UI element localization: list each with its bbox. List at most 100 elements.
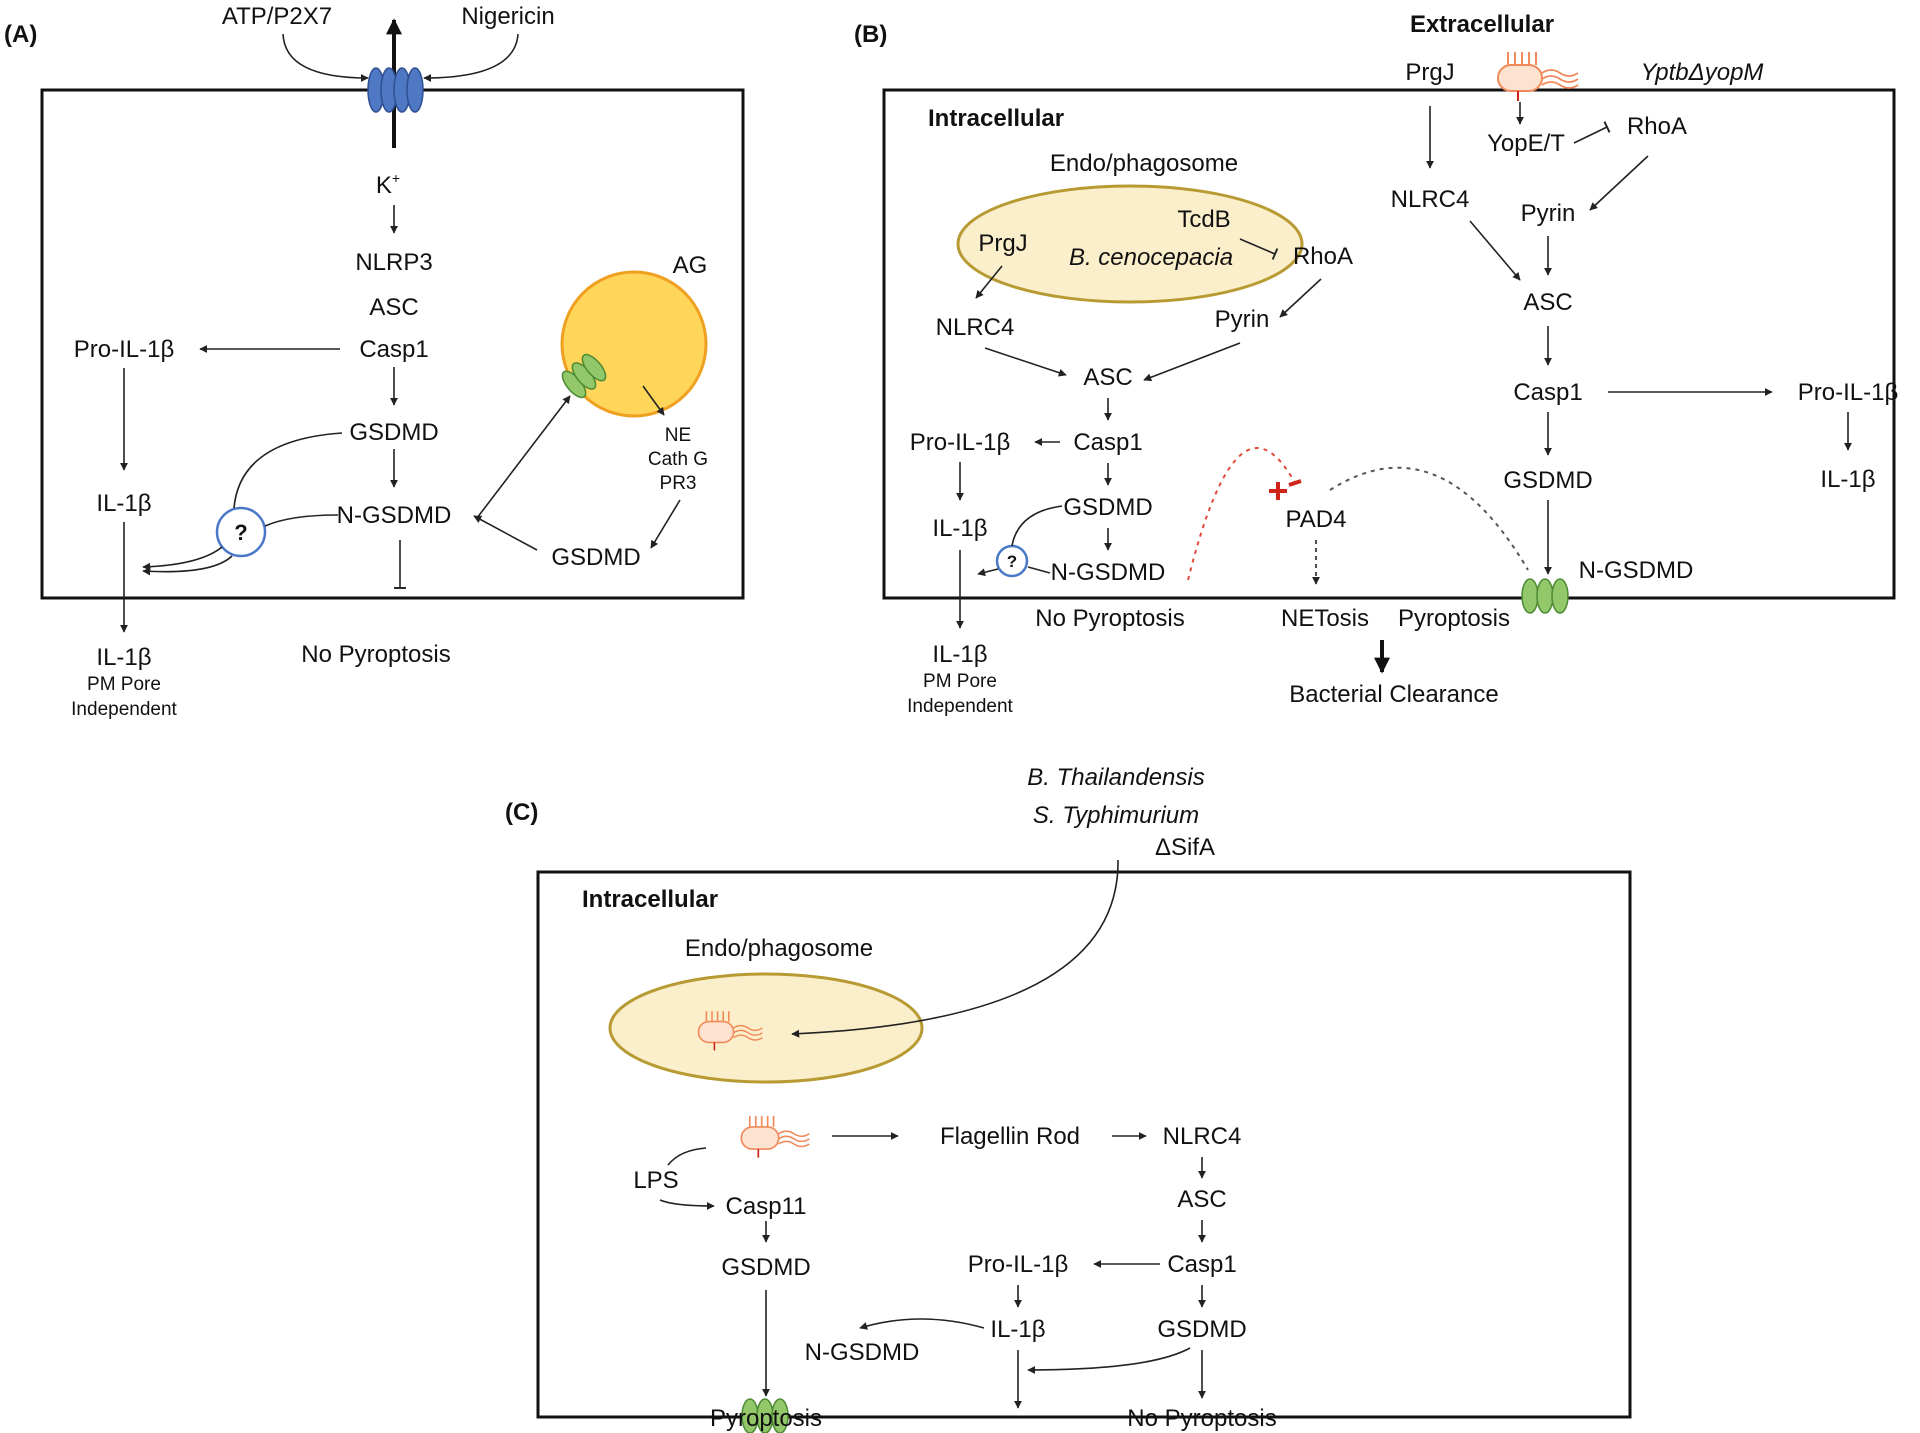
nigericin-label: Nigericin: [461, 3, 554, 30]
gsdmd-to-unknown-b-line: [1011, 505, 1063, 547]
n-gsdmd-to-granule-arrow: [476, 395, 571, 519]
yope-label: YopE/T: [1487, 130, 1565, 157]
tcdb-inhibits-rhoa-line: [1239, 238, 1279, 260]
granule-gsdmd-pore-icon: [561, 353, 607, 399]
intracellular-c-label: Intracellular: [582, 886, 718, 913]
gsdmd-ext-label: GSDMD: [1503, 467, 1592, 494]
il1b-secreted-b-label: IL-1β: [932, 641, 987, 668]
gsdmd-to-il1b-c-arrow: [1027, 1347, 1191, 1374]
pyrin-int-label: Pyrin: [1215, 306, 1270, 333]
il1b-ext-label: IL-1β: [1820, 466, 1875, 493]
cytosolic-bacterium-icon: [740, 1115, 811, 1159]
n-gsdmd-to-unknown-b-line: [1027, 566, 1051, 574]
unknown-mechanism-b-label: ?: [1007, 552, 1017, 571]
pad4-label: PAD4: [1286, 506, 1347, 533]
atp-to-channel-arrow: [282, 33, 369, 82]
rhoa-to-pyrin-arrow: [1589, 155, 1649, 211]
il1b-label: IL-1β: [96, 490, 151, 517]
casp1-label: Casp1: [359, 336, 428, 363]
atp-p2x7-label: ATP/P2X7: [222, 3, 332, 30]
panel-c: (C) B. Thailandensis S. Typhimurium ΔSif…: [505, 764, 1632, 1433]
gsdmd-substrate-label: GSDMD: [551, 544, 640, 571]
proteases-to-gsdmd-arrow: [650, 499, 681, 549]
unknown-mechanism-icon: [215, 506, 267, 558]
pro-il1b-c-label: Pro-IL-1β: [968, 1251, 1069, 1278]
panel-c-tag: (C): [505, 799, 538, 826]
cath-g-label: Cath G: [648, 449, 708, 470]
panel-b-tag: (B): [854, 21, 887, 48]
nlrp3-label: NLRP3: [355, 249, 432, 276]
nlrc4-c-label: NLRC4: [1163, 1123, 1242, 1150]
flagellin-rod-label: Flagellin Rod: [940, 1123, 1080, 1150]
panel-b-cell-membrane: [882, 88, 1896, 600]
yope-inhibits-rhoa-line: [1573, 121, 1611, 144]
n-gsdmd-int-label: N-GSDMD: [1051, 559, 1166, 586]
gsdmd-to-n-gsdmd-cleavage-arrow: [473, 515, 538, 551]
membrane-gsdmd-pore-icon: [1521, 578, 1569, 614]
n-gsdmd-to-unknown-line: [264, 514, 339, 527]
gsdmd-int-label: GSDMD: [1063, 494, 1152, 521]
delta-sifa-label: ΔSifA: [1155, 834, 1215, 861]
panel-a: (A) ATP/P2X7 Nigericin K+ NLRP3 ASC Casp…: [4, 3, 745, 720]
k-ion-label: K+: [376, 170, 400, 199]
pad4-activation-cross-icon: [1269, 482, 1287, 500]
gsdmd-c-left-label: GSDMD: [721, 1254, 810, 1281]
lps-release-line: [667, 1147, 707, 1166]
rhoa-ext-label: RhoA: [1627, 113, 1687, 140]
endo-phagosome-c-icon: [608, 972, 924, 1084]
gsdmd-to-unknown-line: [233, 432, 343, 509]
gsdmd-label: GSDMD: [349, 419, 438, 446]
intracellular-b-label: Intracellular: [928, 105, 1064, 132]
prgj-ext-label: PrgJ: [1405, 59, 1454, 86]
pro-il1b-ext-label: Pro-IL-1β: [1798, 379, 1899, 406]
independent-b-label: Independent: [907, 696, 1013, 717]
bacteria-entry-arrow: [791, 859, 1119, 1038]
unknown-to-il1b-b-arrow: [977, 568, 999, 577]
pm-pore-label: PM Pore: [87, 674, 161, 695]
pad4-block-bar: [1288, 479, 1302, 487]
gsdmd-c-right-label: GSDMD: [1157, 1316, 1246, 1343]
panel-b: (B) Extracellular Intracellular PrgJ Ypt…: [854, 11, 1898, 717]
s-typhimurium-label: S. Typhimurium: [1033, 802, 1199, 829]
extracellular-label: Extracellular: [1410, 11, 1554, 38]
pro-il1b-int-label: Pro-IL-1β: [910, 429, 1011, 456]
nlrc4-ext-label: NLRC4: [1391, 186, 1470, 213]
prgj-int-label: PrgJ: [978, 230, 1027, 257]
il1b-to-n-gsdmd-arrow: [859, 1318, 985, 1330]
ne-label: NE: [665, 425, 691, 446]
pyroptosis-to-pad4-dashed-arc: [1329, 466, 1529, 571]
endo-phagosome-b-label: Endo/phagosome: [1050, 150, 1238, 177]
potassium-channel-icon: [367, 18, 424, 148]
b-cenocepacia-label: B. cenocepacia: [1069, 244, 1233, 271]
no-pyroptosis-b-label: No Pyroptosis: [1035, 605, 1184, 632]
no-pyroptosis-label: No Pyroptosis: [301, 641, 450, 668]
nlrc4-int-label: NLRC4: [936, 314, 1015, 341]
b-thailandensis-label: B. Thailandensis: [1027, 764, 1204, 791]
nigericin-to-channel-arrow: [423, 33, 519, 82]
bacterial-clearance-label: Bacterial Clearance: [1289, 681, 1498, 708]
panel-c-cell-membrane: [536, 870, 1632, 1419]
yptb-bacterium-icon: [1497, 51, 1579, 102]
unknown-to-il1b-arrow-2: [142, 555, 233, 576]
rhoa-int-label: RhoA: [1293, 243, 1353, 270]
membrane-gsdmd-pore-c-icon: [741, 1398, 789, 1433]
endo-phagosome-c-label: Endo/phagosome: [685, 935, 873, 962]
unknown-mechanism-label: ?: [234, 520, 247, 545]
yptb-label: YptbΔyopM: [1641, 59, 1764, 86]
ag-label: AG: [673, 252, 708, 279]
asc-c-label: ASC: [1177, 1186, 1226, 1213]
prgj-to-nlrc4-int-arrow: [975, 265, 1003, 299]
casp1-c-label: Casp1: [1167, 1251, 1236, 1278]
n-gsdmd-ext-label: N-GSDMD: [1579, 557, 1694, 584]
tcdb-label: TcdB: [1177, 206, 1230, 233]
il1b-secreted-label: IL-1β: [96, 644, 151, 671]
lps-to-casp11-arrow: [659, 1199, 715, 1210]
pro-il1b-label: Pro-IL-1β: [74, 336, 175, 363]
unknown-to-il1b-arrow-1: [142, 546, 223, 571]
no-pyroptosis-c-label: No Pyroptosis: [1127, 1405, 1276, 1432]
pr3-label: PR3: [660, 473, 697, 494]
pyrin-ext-label: Pyrin: [1521, 200, 1576, 227]
il1b-c-label: IL-1β: [990, 1316, 1045, 1343]
asc-label: ASC: [369, 294, 418, 321]
casp1-ext-label: Casp1: [1513, 379, 1582, 406]
